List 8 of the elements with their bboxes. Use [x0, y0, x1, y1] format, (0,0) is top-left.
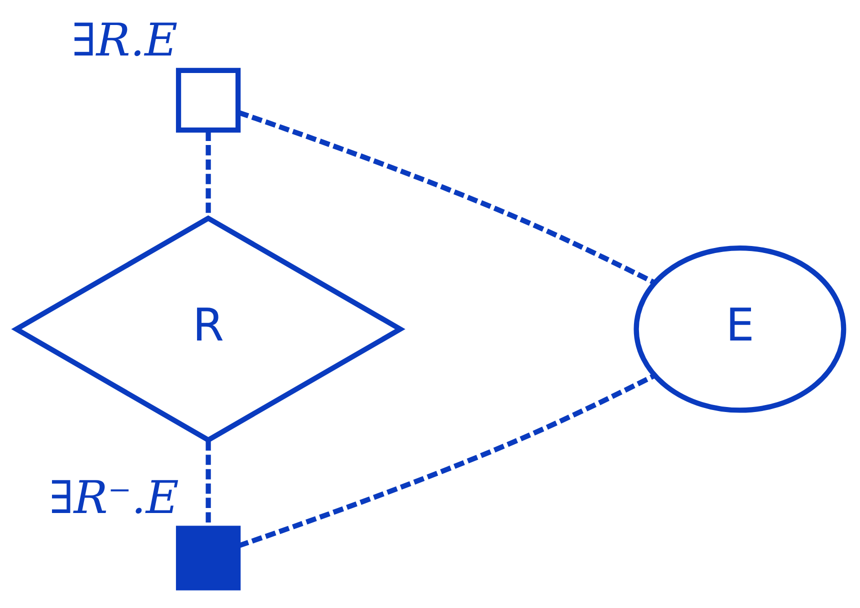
- connector: [238, 372, 656, 548]
- node-diamond: R: [11, 214, 406, 442]
- node-box: [176, 67, 241, 132]
- connector: [238, 110, 656, 285]
- node-label: ∃R.E: [72, 12, 178, 66]
- node-label: ∃R⁻.E: [49, 470, 179, 524]
- node-box: [176, 525, 241, 590]
- node-ellipse: E: [634, 244, 846, 412]
